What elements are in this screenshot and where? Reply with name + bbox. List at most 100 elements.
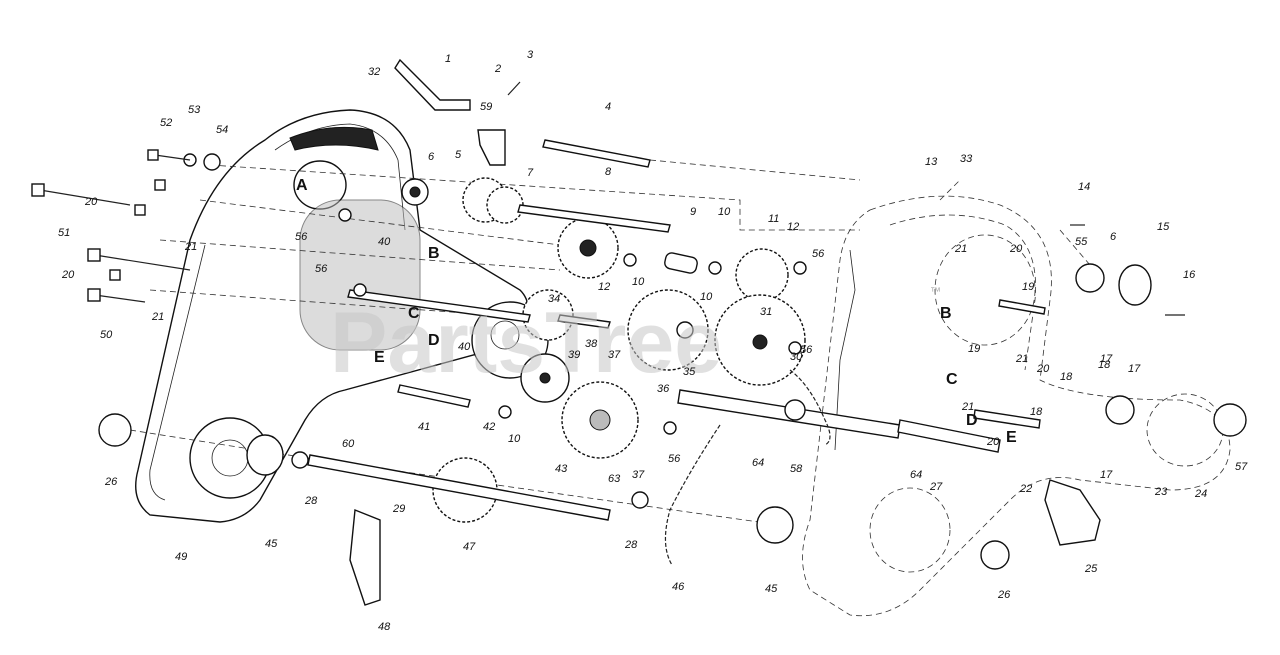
- callout-27: 27: [929, 481, 943, 493]
- callout-54: 54: [216, 124, 228, 136]
- callout-53: 53: [188, 104, 201, 116]
- ref-letter-d-right: D: [966, 412, 978, 429]
- callout-49: 49: [175, 551, 187, 563]
- callout-20-5: 20: [61, 269, 75, 281]
- callout-46: 46: [672, 581, 685, 593]
- callout-29: 29: [392, 503, 405, 515]
- callout-56-5: 56: [668, 453, 681, 465]
- callout-10-3: 10: [700, 291, 713, 303]
- chain: [664, 369, 831, 566]
- ref-letter-d: D: [428, 332, 440, 349]
- callout-38: 38: [585, 338, 598, 350]
- callout-37: 37: [608, 349, 621, 361]
- callout-18: 18: [1060, 371, 1073, 383]
- callout-56-2: 56: [315, 263, 328, 275]
- callout-3: 3: [527, 49, 534, 61]
- callout-30: 30: [790, 351, 803, 363]
- ref-letter-e-right: E: [1006, 429, 1017, 446]
- callout-26-2: 26: [997, 589, 1011, 601]
- callout-25: 25: [1084, 563, 1098, 575]
- callout-4: 4: [605, 101, 611, 113]
- right-housing: [802, 195, 1231, 617]
- callout-51: 51: [58, 227, 70, 239]
- callout-59: 59: [480, 101, 492, 113]
- callout-45-2: 45: [765, 583, 778, 595]
- callout-35: 35: [683, 366, 696, 378]
- callout-37-2: 37: [632, 469, 645, 481]
- callout-58: 58: [790, 463, 803, 475]
- callout-18-2: 18: [1098, 359, 1111, 371]
- watermark-trademark: ™: [930, 286, 941, 298]
- callout-10-4: 10: [508, 433, 521, 445]
- callout-60: 60: [342, 438, 355, 450]
- callout-13: 13: [925, 156, 938, 168]
- callout-10: 10: [718, 206, 731, 218]
- callout-2: 2: [494, 63, 501, 75]
- callout-55: 55: [1075, 236, 1088, 248]
- callout-21: 21: [954, 243, 967, 255]
- callout-45: 45: [265, 538, 278, 550]
- callout-40-2: 40: [458, 341, 471, 353]
- callout-14: 14: [1078, 181, 1090, 193]
- callout-56-3: 56: [812, 248, 825, 260]
- ref-letter-b: B: [428, 245, 440, 262]
- callout-31: 31: [760, 306, 772, 318]
- callout-48: 48: [378, 621, 391, 633]
- callout-63: 63: [608, 473, 621, 485]
- callout-6-2: 6: [1110, 231, 1117, 243]
- ref-letter-a: A: [296, 177, 308, 194]
- gears: [432, 177, 806, 523]
- callout-64: 64: [752, 457, 764, 469]
- callout-33: 33: [960, 153, 973, 165]
- callout-9: 9: [690, 206, 696, 218]
- callout-56: 56: [295, 231, 308, 243]
- bolts: [31, 81, 1185, 316]
- callout-26: 26: [104, 476, 118, 488]
- callout-20-3: 20: [986, 436, 1000, 448]
- callout-64-2: 64: [910, 469, 922, 481]
- callout-17-3: 17: [1100, 469, 1113, 481]
- reference-letters: A B C D E B C D E: [296, 177, 1017, 446]
- callout-56-4: 56: [800, 344, 813, 356]
- callout-52: 52: [160, 117, 172, 129]
- callout-20: 20: [1009, 243, 1023, 255]
- callout-41: 41: [418, 421, 430, 433]
- bearings: [98, 153, 1247, 570]
- callout-11: 11: [768, 213, 779, 225]
- ref-letter-c-right: C: [946, 371, 958, 388]
- callout-1: 1: [445, 53, 451, 65]
- callout-47: 47: [463, 541, 476, 553]
- callout-39: 39: [568, 349, 580, 361]
- callout-23: 23: [1154, 486, 1168, 498]
- callout-57: 57: [1235, 461, 1248, 473]
- watermark: PartsTree: [330, 295, 722, 391]
- callout-17-2: 17: [1128, 363, 1141, 375]
- ref-letter-b-right: B: [940, 305, 952, 322]
- callout-21-3: 21: [961, 401, 974, 413]
- shafts: [307, 58, 1101, 606]
- callout-24: 24: [1194, 488, 1207, 500]
- callout-18-3: 18: [1030, 406, 1043, 418]
- callout-32: 32: [368, 66, 380, 78]
- callout-8: 8: [605, 166, 612, 178]
- callout-40: 40: [378, 236, 391, 248]
- callout-43: 43: [555, 463, 568, 475]
- callout-20-4: 20: [84, 196, 98, 208]
- callout-20-2: 20: [1036, 363, 1050, 375]
- callout-7: 7: [527, 167, 534, 179]
- callout-12-2: 12: [598, 281, 610, 293]
- callout-21-4: 21: [184, 241, 197, 253]
- callout-28: 28: [304, 495, 318, 507]
- callout-21-5: 21: [151, 311, 164, 323]
- ref-letter-e: E: [374, 349, 385, 366]
- callout-16: 16: [1183, 269, 1196, 281]
- callout-10-2: 10: [632, 276, 645, 288]
- callout-15: 15: [1157, 221, 1170, 233]
- callout-19-2: 19: [968, 343, 980, 355]
- callout-42: 42: [483, 421, 495, 433]
- callout-12: 12: [787, 221, 799, 233]
- callout-34: 34: [548, 293, 560, 305]
- ref-letter-c: C: [408, 305, 420, 322]
